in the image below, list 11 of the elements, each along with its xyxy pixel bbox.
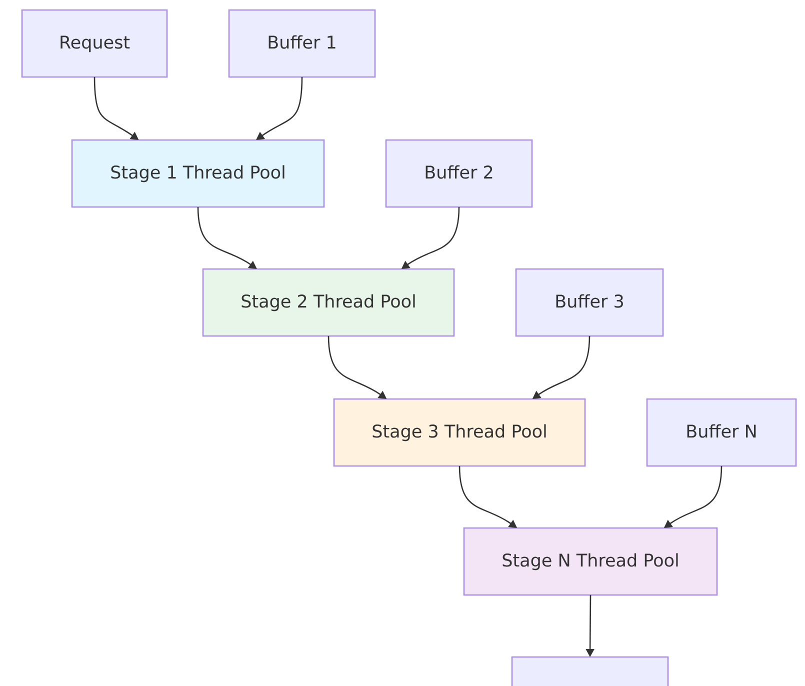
process-box: Stage 3 Thread Pool	[333, 398, 586, 467]
process-box: Stage 1 Thread Pool	[71, 139, 325, 208]
process-box: Stage 2 Thread Pool	[202, 268, 455, 337]
process-box	[511, 656, 669, 686]
process-box: Stage N Thread Pool	[463, 527, 718, 596]
process-box: Buffer N	[646, 398, 797, 467]
arrow	[256, 76, 303, 140]
process-box: Buffer 2	[385, 139, 533, 208]
process-box: Buffer 1	[228, 9, 376, 78]
process-box: Buffer 3	[515, 268, 664, 337]
process-box: Request	[21, 9, 168, 78]
